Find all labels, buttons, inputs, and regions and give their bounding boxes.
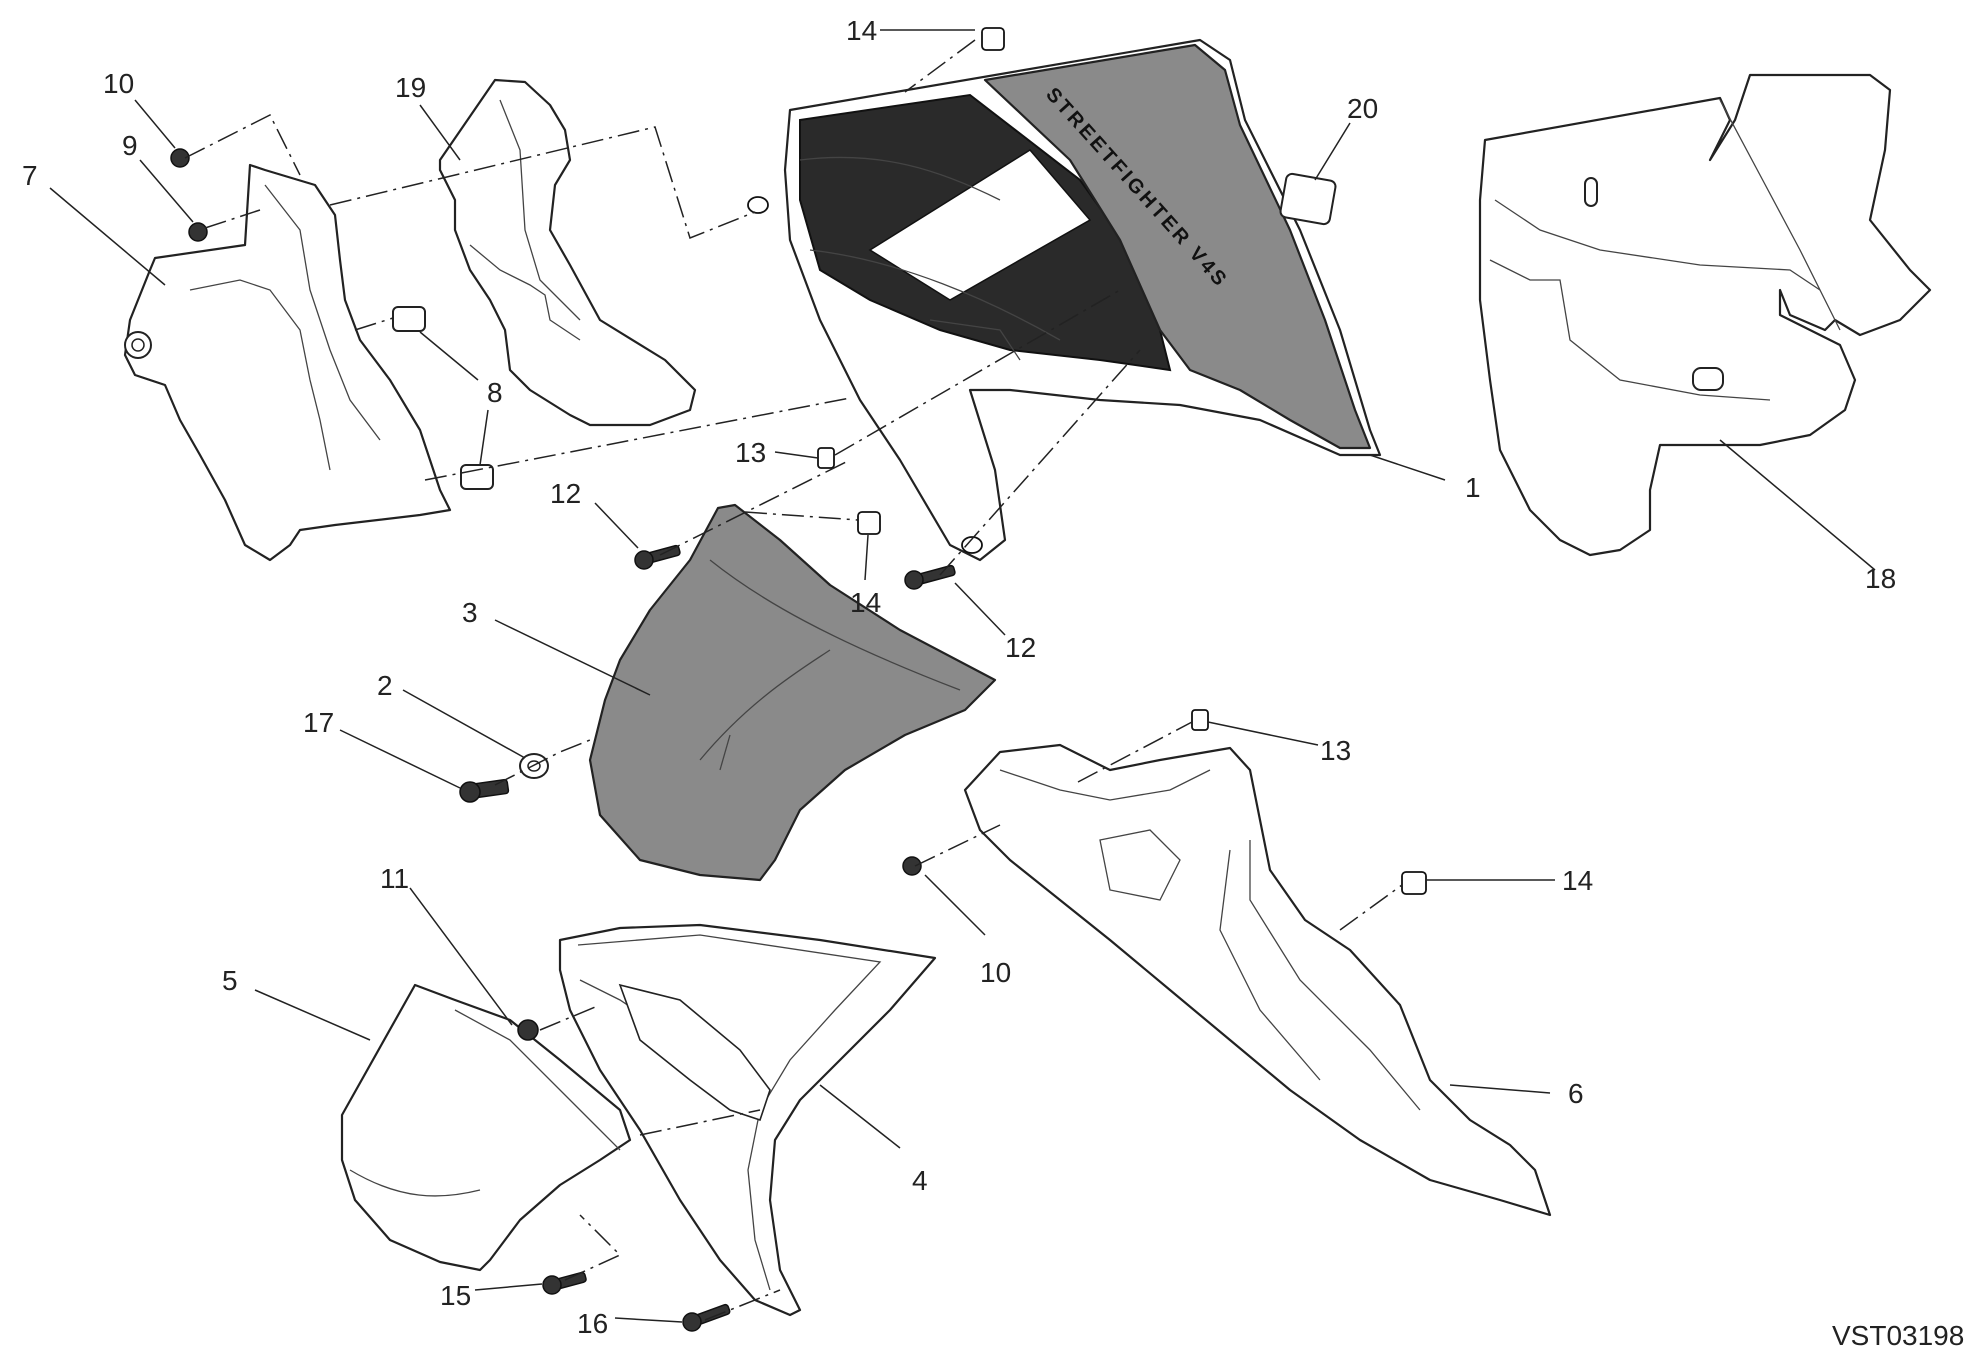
part-5-lower-left-cover [340,983,632,1272]
callout-6: 6 [1568,1078,1584,1109]
callout-3: 3 [462,597,478,628]
part-8-pad-b [460,464,494,490]
callout-14a: 14 [846,15,877,46]
fastener-10a [170,148,190,168]
callout-14c: 14 [1562,865,1593,896]
fastener-17 [459,778,510,803]
callout-10b: 10 [980,957,1011,988]
part-20-pad [1279,172,1337,226]
callouts: 14 10 19 20 9 7 8 13 12 1 14 12 18 3 2 1… [22,15,1896,1339]
callout-5: 5 [222,965,238,996]
fastener-14a [981,27,1005,51]
fastener-14c [1401,871,1427,895]
callout-12a: 12 [550,478,581,509]
callout-2: 2 [377,670,393,701]
part-19-duct [438,78,697,427]
assembly-lines [184,39,1403,1321]
part-18-side-panel [1478,73,1932,557]
part-8-pad-a [392,306,426,332]
fastener-14b [857,511,881,535]
reference-code: VST03198 [1832,1320,1964,1351]
part-7-left-bracket [123,163,452,562]
callout-10a: 10 [103,68,134,99]
callout-4: 4 [912,1165,928,1196]
fastener-15 [542,1271,587,1295]
callout-1: 1 [1465,472,1481,503]
fastener-13b [1191,709,1209,731]
leader-lines [49,29,1876,1323]
callout-20: 20 [1347,93,1378,124]
fastener-16 [682,1303,731,1332]
callout-9: 9 [122,130,138,161]
part-4-side-frame [558,923,937,1317]
fastener-10b [902,856,922,876]
part-1-front-fairing: STREETFIGHTER V4S [747,38,1382,562]
callout-17: 17 [303,707,334,738]
callout-14b: 14 [850,587,881,618]
callout-19: 19 [395,72,426,103]
callout-11: 11 [380,863,409,894]
fastener-13a [817,447,835,469]
fastener-11 [517,1019,539,1041]
callout-8: 8 [487,377,503,408]
callout-18: 18 [1865,563,1896,594]
part-3-lower-cover [588,503,997,882]
callout-16: 16 [577,1308,608,1339]
part-6-belly-pan [963,743,1552,1217]
callout-15: 15 [440,1280,471,1311]
callout-13b: 13 [1320,735,1351,766]
callout-7: 7 [22,160,38,191]
callout-12b: 12 [1005,632,1036,663]
fastener-9 [188,222,208,242]
callout-13a: 13 [735,437,766,468]
fastener-12b [904,564,956,590]
